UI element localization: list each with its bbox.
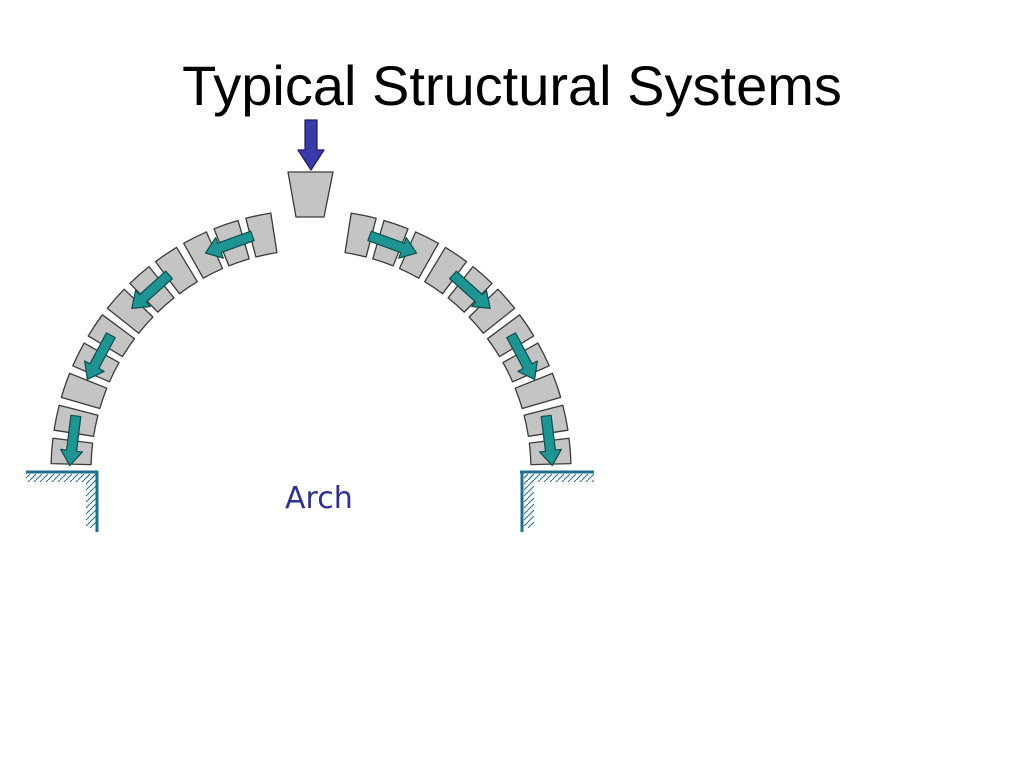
- arrow-icon: [449, 270, 491, 309]
- right-support: [520, 470, 594, 532]
- voussoir-stone: [106, 288, 154, 334]
- voussoir-stone: [468, 288, 516, 334]
- voussoir-stone: [424, 246, 468, 295]
- keystone: [287, 171, 334, 218]
- diagram-caption: Arch: [285, 481, 353, 516]
- slide-title: Typical Structural Systems: [182, 54, 842, 117]
- arrow-icon: [538, 414, 562, 467]
- arrow-icon: [60, 414, 84, 467]
- arrow-icon: [367, 230, 418, 259]
- down-arrow-icon: [297, 119, 325, 171]
- voussoir-stone: [183, 231, 224, 279]
- voussoir-stone: [344, 212, 377, 258]
- voussoir-stone: [154, 246, 198, 295]
- voussoir-stone: [60, 372, 108, 410]
- voussoir-stone: [245, 212, 278, 258]
- left-support: [26, 470, 99, 532]
- arrow-icon: [204, 230, 255, 259]
- arrow-icon: [506, 332, 538, 381]
- thrust-arrows: [60, 230, 562, 467]
- arch-voussoirs: [50, 212, 572, 466]
- arrow-icon: [131, 270, 173, 309]
- voussoir-stone: [398, 231, 439, 279]
- voussoir-stone: [514, 372, 562, 410]
- arrow-icon: [84, 332, 116, 381]
